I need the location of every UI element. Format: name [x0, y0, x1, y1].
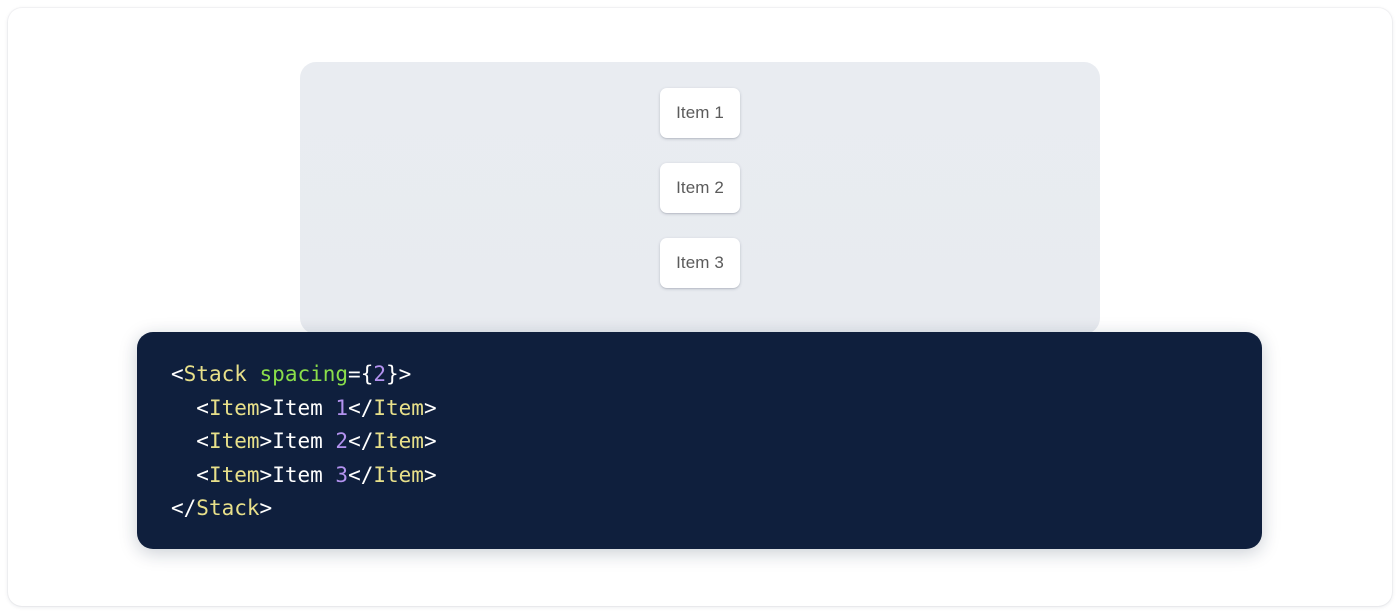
component-preview-panel: Item 1 Item 2 Item 3: [300, 62, 1100, 334]
stack-item[interactable]: Item 3: [660, 238, 740, 288]
code-token-punct: >: [259, 395, 273, 420]
stack-item[interactable]: Item 1: [660, 88, 740, 138]
code-token-text: Item: [272, 429, 336, 454]
code-indent: [171, 429, 196, 453]
code-line: <Item>Item 3</Item>: [171, 459, 1262, 493]
code-token-num: 2: [373, 362, 386, 386]
code-token-num: 1: [335, 395, 349, 420]
code-token-punct: <: [171, 362, 184, 386]
code-token-attr: spacing: [259, 362, 349, 386]
code-token-tag: Stack: [196, 496, 260, 521]
code-token-tag: Item: [208, 429, 260, 454]
code-line: <Item>Item 2</Item>: [171, 425, 1262, 459]
code-token-punct: >: [259, 462, 273, 487]
code-token-punct: >: [259, 496, 273, 521]
code-token-num: 2: [335, 429, 349, 454]
code-token-punct: >: [423, 395, 437, 420]
code-token-tag: Stack: [183, 362, 247, 386]
code-token-text: [247, 362, 260, 386]
code-token-punct: >: [259, 429, 273, 454]
code-token-tag: Item: [208, 395, 260, 420]
code-token-num: 3: [335, 462, 349, 487]
stack-container: Item 1 Item 2 Item 3: [300, 62, 1100, 288]
code-token-punct: <: [196, 462, 209, 487]
code-line: </Stack>: [171, 492, 1262, 526]
code-token-punct: }>: [386, 362, 412, 386]
code-snippet-block: <Stack spacing={2}> <Item>Item 1</Item> …: [137, 332, 1262, 549]
code-token-text: Item: [272, 462, 336, 487]
code-token-text: Item: [272, 395, 336, 420]
stack-item[interactable]: Item 2: [660, 163, 740, 213]
code-token-tag: Item: [373, 462, 424, 487]
code-token-punct: ={: [348, 362, 374, 386]
code-token-punct: <: [196, 395, 209, 420]
code-token-punct: </: [348, 462, 374, 487]
code-line: <Stack spacing={2}>: [171, 358, 1262, 392]
code-indent: [171, 463, 196, 487]
code-snippet-text: <Stack spacing={2}> <Item>Item 1</Item> …: [171, 358, 1262, 526]
code-token-punct: >: [423, 462, 437, 487]
code-line: <Item>Item 1</Item>: [171, 392, 1262, 426]
code-token-tag: Item: [373, 395, 424, 420]
code-token-punct: <: [196, 429, 209, 454]
code-token-punct: </: [348, 395, 374, 420]
code-token-punct: >: [423, 429, 437, 454]
code-token-punct: </: [348, 429, 374, 454]
code-indent: [171, 396, 196, 420]
code-token-punct: </: [171, 496, 197, 521]
code-token-tag: Item: [208, 462, 260, 487]
code-token-tag: Item: [373, 429, 424, 454]
